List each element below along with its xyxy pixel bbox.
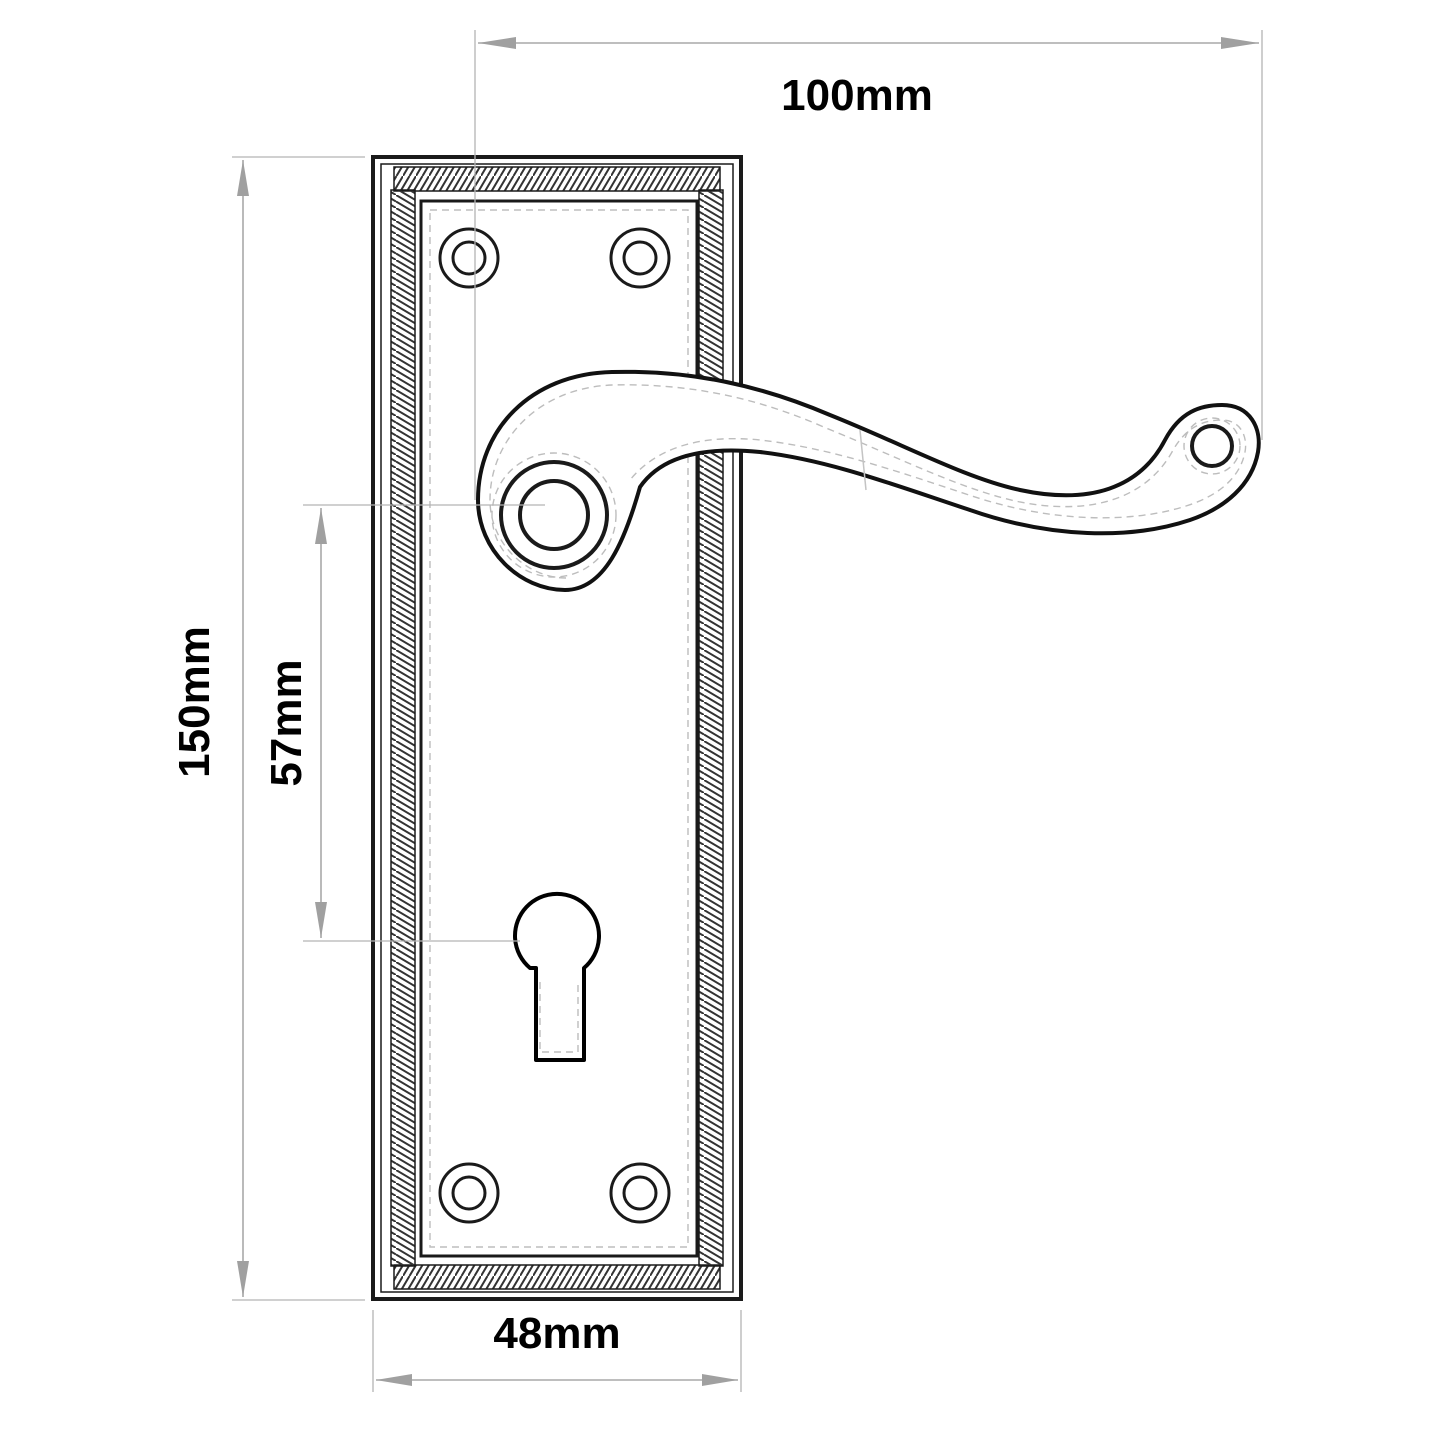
dimension-label-overall-width: 100mm: [781, 71, 933, 120]
lever-inner-line: [489, 384, 1247, 579]
lever-handle: [476, 369, 1261, 592]
screw-hole-top-left: [438, 227, 500, 289]
backplate-outer-edge: [371, 155, 743, 1301]
dimension-label-spindle-to-keyhole: 57mm: [262, 659, 311, 786]
keyhole: [513, 891, 601, 1062]
backplate-center-panel: [419, 199, 699, 1258]
dimension-plate-height: 150mm: [170, 156, 365, 1301]
lever-seam: [859, 429, 867, 491]
backplate-inner-edge: [380, 163, 734, 1293]
rope-border: [390, 166, 724, 1290]
dimension-label-plate-height: 150mm: [170, 626, 219, 778]
spindle-rose: [491, 452, 617, 578]
screw-hole-top-right: [609, 227, 671, 289]
lever-end-scroll: [1183, 417, 1241, 475]
backplate-panel-inner-line: [429, 209, 689, 1248]
backplate: [371, 155, 743, 1301]
dimension-label-plate-width: 48mm: [493, 1309, 620, 1358]
screw-hole-bottom-left: [438, 1162, 500, 1224]
dimension-overall-width: 100mm: [474, 30, 1263, 500]
screw-hole-bottom-right: [609, 1162, 671, 1224]
lever-outline: [476, 369, 1261, 592]
dimension-plate-width: 48mm: [372, 1309, 742, 1392]
dimension-spindle-to-keyhole: 57mm: [262, 504, 545, 942]
keyhole-inner-line: [539, 982, 579, 1053]
